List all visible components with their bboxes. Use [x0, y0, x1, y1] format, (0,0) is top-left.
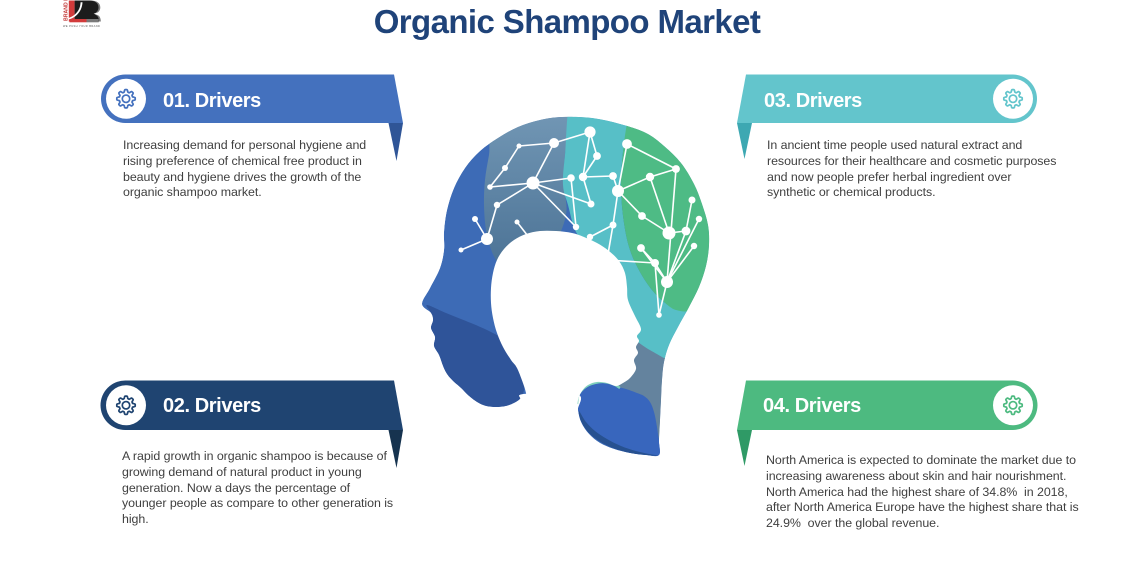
svg-text:BRAND ESS: BRAND ESS [63, 0, 69, 21]
svg-text:WE PUSH YOUR BRAND: WE PUSH YOUR BRAND [63, 24, 100, 28]
